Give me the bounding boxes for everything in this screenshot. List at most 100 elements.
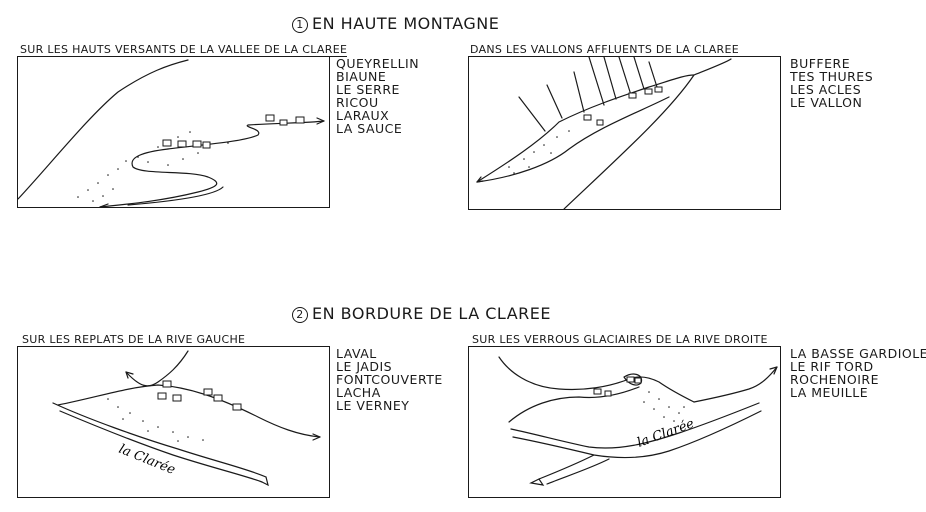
house: [295, 116, 305, 124]
place-name: LE JADIS: [336, 359, 393, 374]
house: [593, 388, 602, 395]
house: [162, 380, 172, 388]
house: [265, 114, 275, 122]
slope-hatch: [648, 61, 658, 88]
panel-1-left-caption: SUR LES HAUTS VERSANTS DE LA VALLEE DE L…: [20, 43, 348, 57]
panel-1-left-places: QUEYRELLIN BIAUNE LE SERRE RICOU LARAUX …: [336, 57, 419, 135]
ridge-arrow: [125, 371, 134, 379]
house: [213, 394, 223, 402]
glacial-bars-sketch: la Clarée: [498, 356, 778, 486]
houses: [157, 380, 242, 411]
road-arrow: [769, 366, 778, 375]
panel-1-left-sketch: [17, 56, 330, 208]
houses: [583, 86, 663, 126]
place-name: LE RIF TORD: [790, 359, 874, 374]
terrace-arrow: [312, 433, 321, 441]
houses: [162, 114, 305, 149]
upper-road: [167, 120, 325, 150]
house: [157, 392, 167, 400]
place-name: QUEYRELLIN: [336, 56, 420, 71]
ridge-line: [18, 59, 189, 200]
place-name: LARAUX: [336, 108, 390, 123]
house: [596, 119, 604, 126]
house: [654, 86, 663, 93]
river-label: la Clarée: [635, 416, 696, 451]
valley-arrow: [476, 176, 484, 183]
house: [626, 376, 635, 383]
house: [203, 388, 213, 396]
panel-1-right-places: BUFFERE TES THURES LES ACLES LE VALLON: [790, 57, 873, 109]
place-name: RICOU: [336, 95, 379, 110]
place-name: LACHA: [336, 385, 381, 400]
house: [279, 119, 288, 126]
slope-hatch: [618, 57, 632, 96]
river-bank-bottom: [512, 410, 762, 459]
high-slopes-sketch: [18, 59, 325, 207]
bar-dots: [643, 391, 685, 422]
house: [202, 141, 211, 149]
road-arrow-bottom: [99, 203, 109, 207]
house: [634, 377, 642, 384]
road-arrow-top: [316, 117, 325, 125]
terrace-edge: [57, 384, 321, 438]
river-arrow: [261, 476, 269, 487]
section-1-number: 1: [292, 17, 308, 33]
place-name: ROCHENOIRE: [790, 372, 880, 387]
house: [604, 390, 612, 397]
house: [192, 140, 202, 148]
slope-hatch: [588, 57, 605, 106]
place-name: LE SERRE: [336, 82, 400, 97]
road-lower-edge: [127, 186, 224, 206]
bar-slope: [508, 386, 640, 423]
panel-1-right-sketch: [468, 56, 781, 210]
section-2-title-text: EN BORDURE DE LA CLAREE: [312, 304, 551, 323]
place-name: LA SAUCE: [336, 121, 403, 136]
house: [583, 114, 592, 121]
panel-2-right-places: LA BASSE GARDIOLE LE RIF TORD ROCHENOIRE…: [790, 347, 926, 399]
place-name: LE VALLON: [790, 95, 863, 110]
river-downstream-top: [538, 454, 595, 480]
section-2-number: 2: [292, 307, 308, 323]
valley-slope-top: [476, 58, 732, 183]
river-bank-top: [510, 402, 760, 449]
place-name: LA BASSE GARDIOLE: [790, 346, 926, 361]
slope-hatch: [603, 57, 617, 100]
terrace-dots: [107, 398, 204, 442]
panel-2-right-caption: SUR LES VERROUS GLACIAIRES DE LA RIVE DR…: [472, 333, 768, 347]
place-name: BIAUNE: [336, 69, 387, 84]
slope-hatch: [546, 84, 563, 119]
panel-2-left-places: LAVAL LE JADIS FONTCOUVERTE LACHA LE VER…: [336, 347, 443, 412]
river-label: la Clarée: [117, 442, 178, 478]
river-arrow: [529, 478, 545, 486]
terrace-ridge: [125, 350, 189, 387]
panel-2-right-sketch: la Clarée: [468, 346, 781, 498]
house: [628, 92, 637, 99]
place-name: TES THURES: [790, 69, 874, 84]
place-name: LE VERNEY: [336, 398, 410, 413]
slope-hatch: [518, 96, 546, 132]
place-name: BUFFERE: [790, 56, 851, 71]
steep-ridge: [563, 74, 695, 209]
slope-hatch: [573, 71, 585, 113]
house: [162, 139, 172, 147]
valley-road: [99, 148, 218, 207]
place-name: LA MEUILLE: [790, 385, 869, 400]
house: [172, 394, 182, 402]
place-name: LES ACLES: [790, 82, 862, 97]
valley-slope-bottom: [476, 96, 670, 183]
panel-2-left-caption: SUR LES REPLATS DE LA RIVE GAUCHE: [22, 333, 246, 347]
bar-outline-top: [498, 356, 695, 403]
slope-hatch: [633, 57, 645, 90]
left-bank-terraces-sketch: la Clarée: [52, 350, 321, 487]
side-valley-sketch: [476, 57, 732, 209]
house: [644, 88, 653, 95]
river-downstream-bottom: [546, 458, 610, 485]
house: [177, 140, 187, 148]
panel-2-left-sketch: la Clarée: [17, 346, 330, 498]
houses: [593, 376, 642, 397]
river-bank-top: [52, 402, 267, 478]
place-name: FONTCOUVERTE: [336, 372, 443, 387]
slope-dots: [508, 130, 570, 174]
